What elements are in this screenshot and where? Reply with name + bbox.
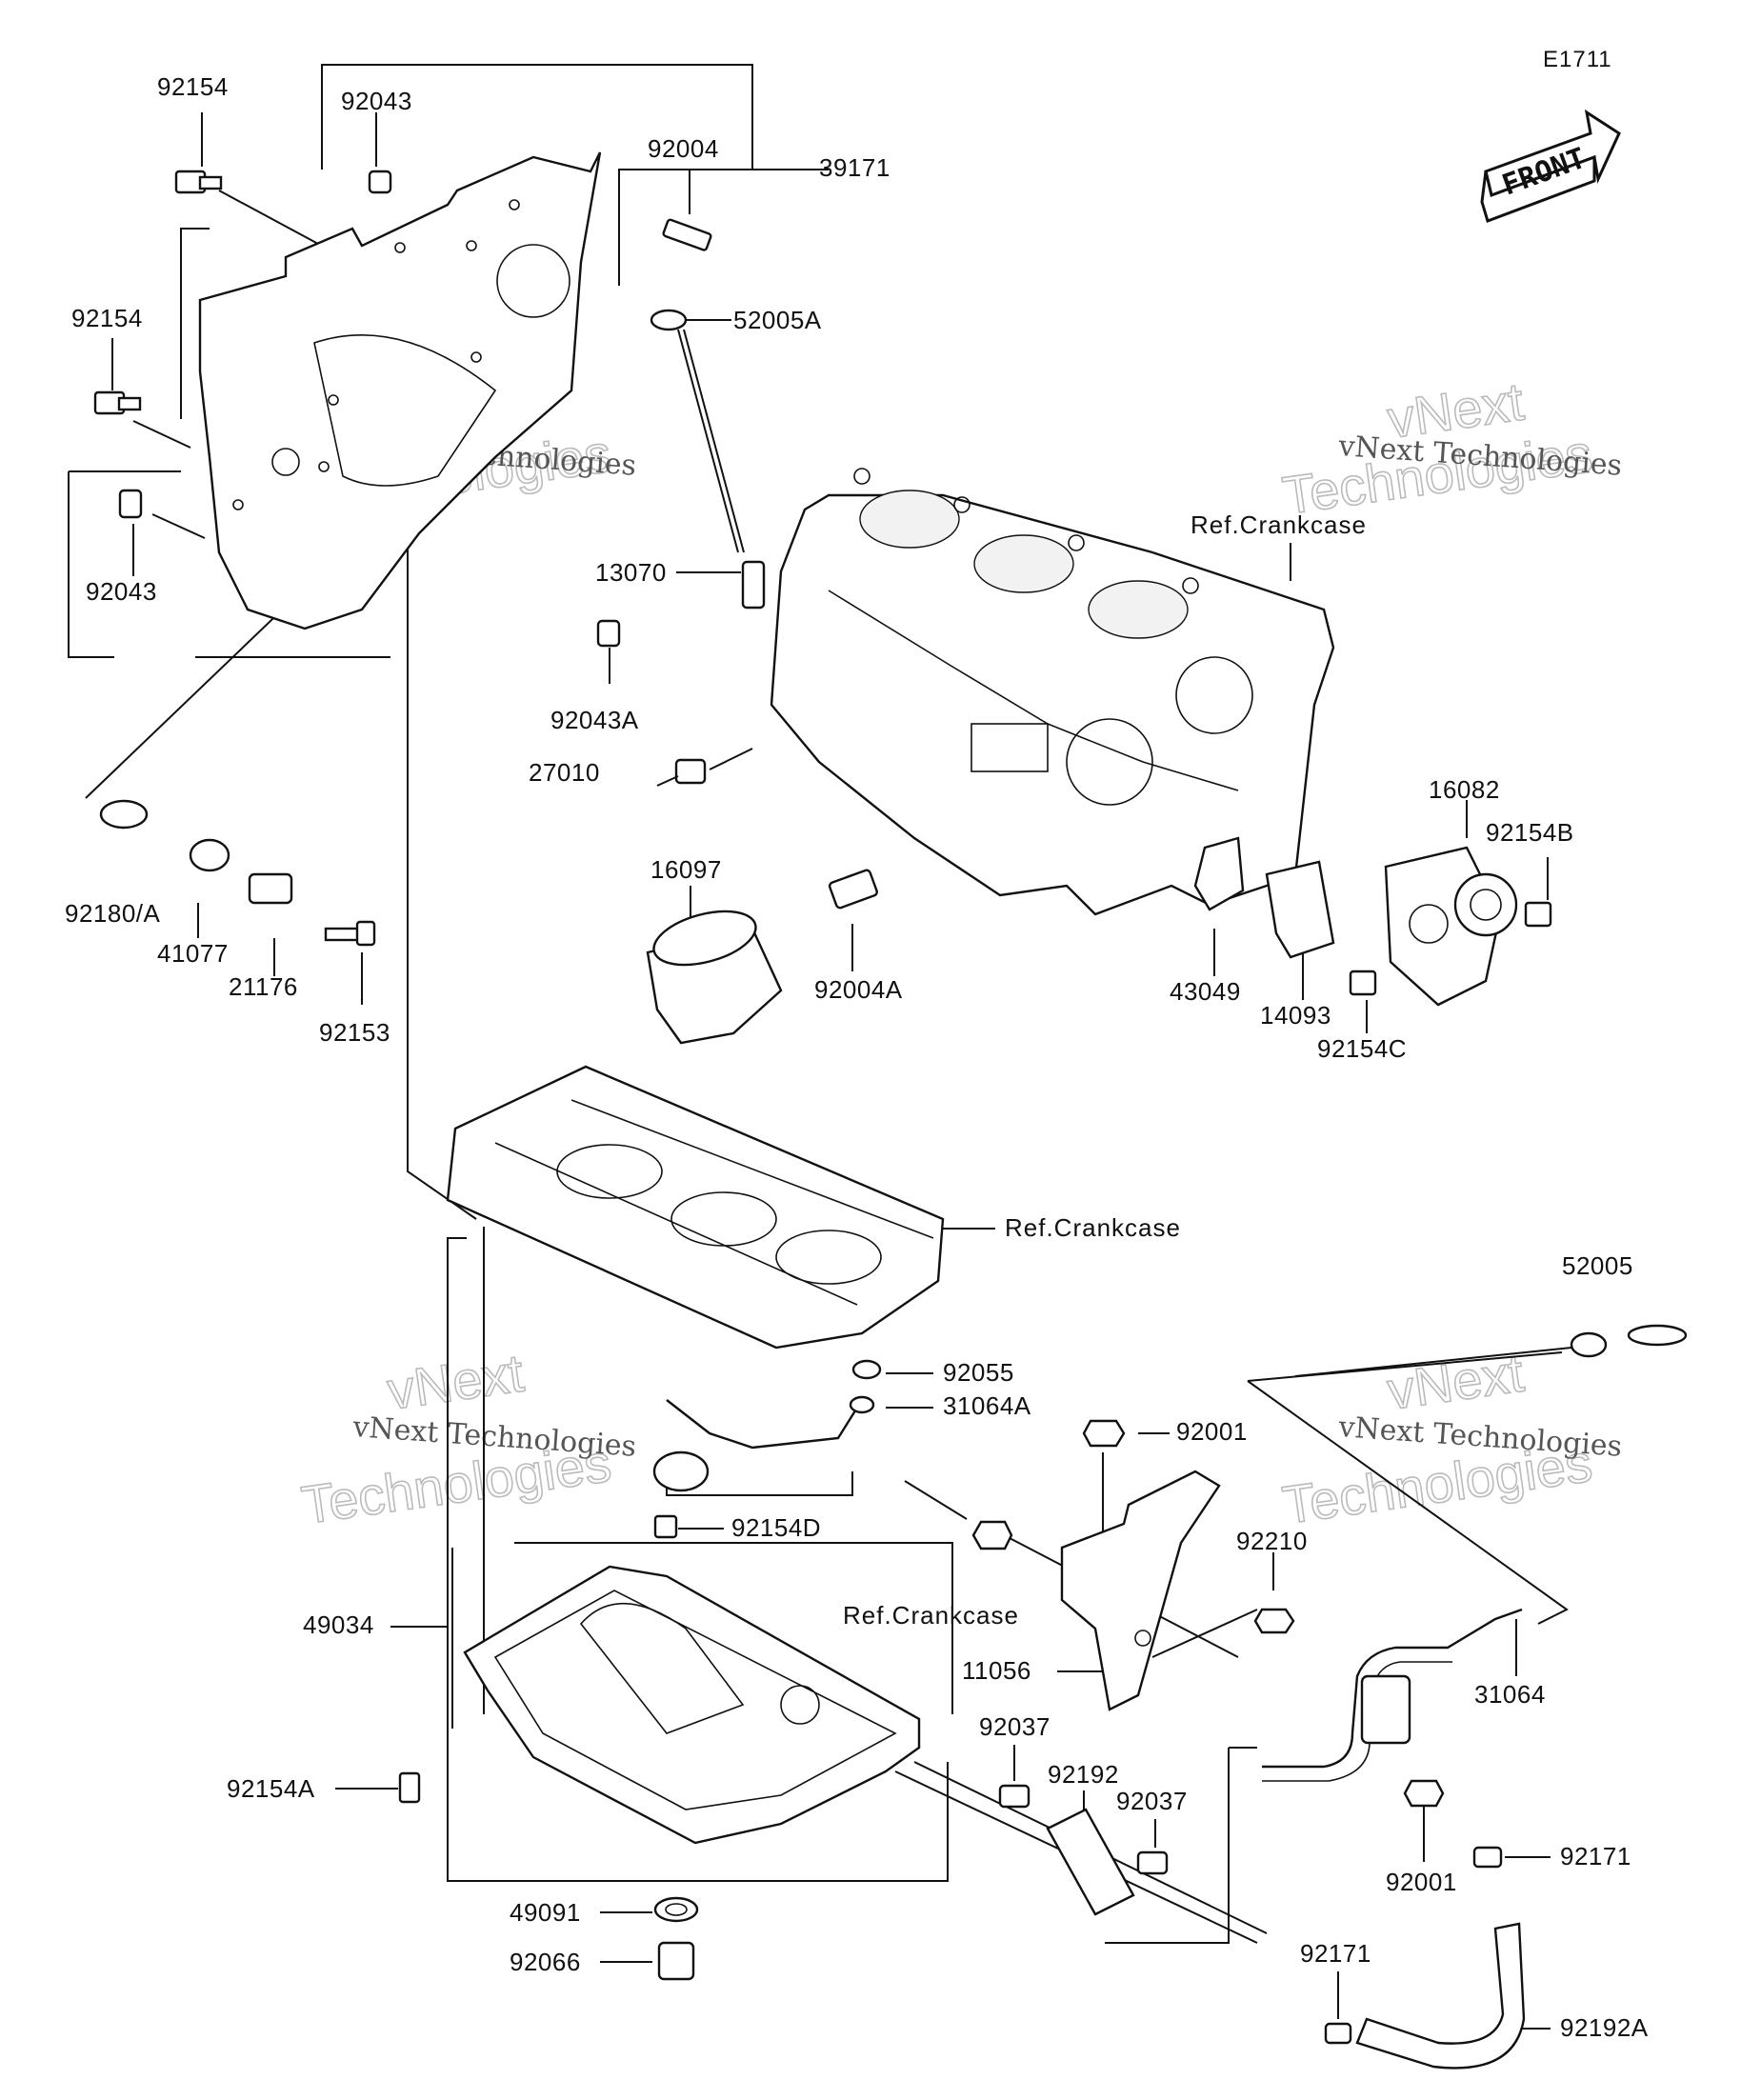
breather-pipe-shape xyxy=(1262,1608,1523,1782)
part-label-92066[interactable]: 92066 xyxy=(510,1948,581,1976)
oil-pressure-switch-icon xyxy=(656,758,707,787)
gasket-shape xyxy=(1193,836,1245,911)
reference-label-group: Ref.Crankcase Ref.Crankcase Ref.Crankcas… xyxy=(843,510,1367,1630)
sensor-icon xyxy=(248,872,293,905)
part-label-92154d[interactable]: 92154D xyxy=(731,1513,821,1542)
bolt-icon xyxy=(93,390,142,415)
part-label-31064a[interactable]: 31064A xyxy=(943,1391,1031,1420)
part-label-92154[interactable]: 92154 xyxy=(157,72,229,101)
oil-filter-shape xyxy=(646,910,783,1045)
part-label-92153[interactable]: 92153 xyxy=(319,1018,390,1047)
dipstick-guide-shape xyxy=(650,309,745,553)
part-label-92171[interactable]: 92171 xyxy=(1560,1842,1631,1870)
part-label-92192[interactable]: 92192 xyxy=(1048,1760,1119,1789)
o-ring-icon xyxy=(99,799,149,830)
hose-clamp-icon xyxy=(1324,2022,1352,2045)
bushing-icon xyxy=(189,838,230,872)
hose-clamp-icon xyxy=(1136,1850,1169,1875)
part-label-14093[interactable]: 14093 xyxy=(1260,1001,1331,1030)
part-label-49091[interactable]: 49091 xyxy=(510,1898,581,1927)
cylinder-block-shape xyxy=(770,468,1335,916)
part-label-31064[interactable]: 31064 xyxy=(1474,1680,1546,1709)
part-label-92055[interactable]: 92055 xyxy=(943,1358,1014,1387)
front-arrow-icon: FRONT xyxy=(1480,109,1621,223)
lower-crankcase-shape xyxy=(446,1065,945,1350)
sleeve-icon xyxy=(741,560,766,610)
nut-icon xyxy=(1082,1419,1126,1448)
oil-pipe-shape xyxy=(652,1395,875,1492)
part-label-92154[interactable]: 92154 xyxy=(71,304,143,332)
dowel-pin-icon xyxy=(596,619,621,648)
part-label-92171[interactable]: 92171 xyxy=(1300,1939,1371,1968)
part-label-group: 92154 92043 92004 39171 92154 52005A 920… xyxy=(65,72,1649,2042)
watermark-word-large: vNext xyxy=(384,1343,528,1421)
cover-plate-shape xyxy=(1265,860,1335,959)
part-label-49034[interactable]: 49034 xyxy=(303,1610,374,1639)
part-label-16097[interactable]: 16097 xyxy=(650,855,722,884)
hose-shape xyxy=(1046,1808,1135,1916)
ref-crankcase-label[interactable]: Ref.Crankcase xyxy=(1191,510,1367,539)
ref-crankcase-label[interactable]: Ref.Crankcase xyxy=(1005,1213,1181,1242)
part-label-92001[interactable]: 92001 xyxy=(1386,1868,1457,1896)
part-label-92154c[interactable]: 92154C xyxy=(1317,1034,1407,1063)
part-label-92043[interactable]: 92043 xyxy=(86,577,157,606)
oil-pump-shape xyxy=(1384,846,1518,1007)
o-ring-icon xyxy=(851,1359,882,1380)
back-plate-shape xyxy=(198,151,602,630)
bracket-shape xyxy=(1060,1470,1221,1711)
dowel-pin-icon xyxy=(368,170,392,194)
part-label-92037[interactable]: 92037 xyxy=(979,1712,1051,1741)
part-label-92154b[interactable]: 92154B xyxy=(1486,818,1574,847)
part-label-43049[interactable]: 43049 xyxy=(1170,977,1241,1006)
part-label-41077[interactable]: 41077 xyxy=(157,939,229,968)
part-label-92192a[interactable]: 92192A xyxy=(1560,2013,1649,2042)
part-label-92037[interactable]: 92037 xyxy=(1116,1787,1188,1815)
bolt-icon xyxy=(1524,901,1552,928)
part-illustrations xyxy=(93,151,1688,2070)
ref-crankcase-label[interactable]: Ref.Crankcase xyxy=(843,1601,1019,1630)
part-label-52005[interactable]: 52005 xyxy=(1562,1251,1633,1280)
bolt-icon xyxy=(324,920,376,947)
washer-icon xyxy=(653,1896,699,1923)
part-label-39171[interactable]: 39171 xyxy=(819,153,891,182)
part-label-92043[interactable]: 92043 xyxy=(341,87,412,115)
stud-icon xyxy=(662,218,712,251)
part-label-92154a[interactable]: 92154A xyxy=(227,1774,315,1803)
hose-clamp-icon xyxy=(1472,1846,1503,1869)
bolt-icon xyxy=(1349,970,1377,996)
bolt-icon xyxy=(653,1514,678,1539)
part-label-92043a[interactable]: 92043A xyxy=(550,706,639,734)
hose-clamp-icon xyxy=(998,1784,1031,1809)
nut-icon xyxy=(1253,1608,1295,1634)
threaded-stud-icon xyxy=(828,869,878,910)
bolt-icon xyxy=(398,1771,421,1804)
watermark-lower-right: vNext Technologies vNext Technologies xyxy=(1278,1342,1623,1536)
hose-shape xyxy=(1355,1922,1526,2070)
part-label-16082[interactable]: 16082 xyxy=(1429,775,1500,804)
watermark-upper-right: vNext Technologies vNext Technologies xyxy=(1278,370,1623,527)
nut-icon xyxy=(1403,1779,1445,1808)
part-label-52005a[interactable]: 52005A xyxy=(733,306,822,334)
watermark-lower-left: vNext Technologies vNext Technologies xyxy=(297,1342,637,1536)
part-label-27010[interactable]: 27010 xyxy=(529,758,600,787)
part-label-11056[interactable]: 11056 xyxy=(962,1656,1031,1685)
part-label-21176[interactable]: 21176 xyxy=(229,972,298,1001)
part-label-92001[interactable]: 92001 xyxy=(1176,1417,1248,1446)
drain-plug-icon xyxy=(657,1941,695,1981)
part-label-92180a[interactable]: 92180/A xyxy=(65,899,161,928)
part-label-92210[interactable]: 92210 xyxy=(1236,1527,1308,1555)
bolt-icon xyxy=(174,170,223,194)
part-label-92004[interactable]: 92004 xyxy=(648,134,719,163)
diagram-code: E1711 xyxy=(1543,47,1612,72)
dowel-pin-icon xyxy=(118,489,143,519)
part-label-92004a[interactable]: 92004A xyxy=(814,975,903,1004)
leader-lines xyxy=(111,112,1551,2030)
part-label-13070[interactable]: 13070 xyxy=(595,558,667,587)
dipstick-shape xyxy=(1294,1324,1688,1377)
